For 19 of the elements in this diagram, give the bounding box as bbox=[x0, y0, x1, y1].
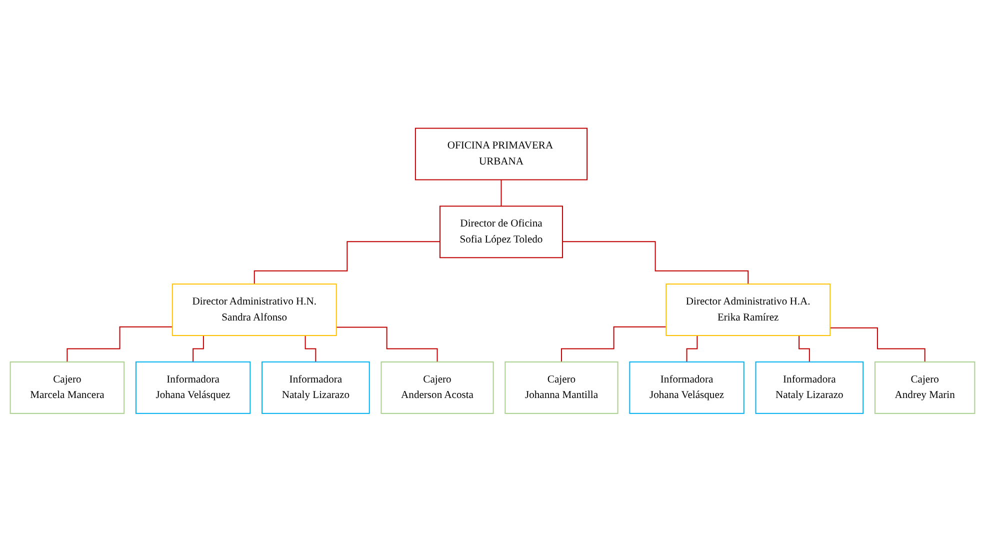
node-box: Director Administrativo H.N. Sandra Alfonso bbox=[172, 284, 337, 336]
node-box: Director de Oficina Sofia López Toledo bbox=[439, 206, 563, 258]
node-box: OFICINA PRIMAVERA URBANA bbox=[414, 128, 588, 180]
connector bbox=[336, 326, 438, 363]
node-box: Informadora Nataly Lizarazo bbox=[755, 362, 864, 414]
connector bbox=[66, 326, 173, 363]
connector bbox=[500, 179, 502, 207]
node-box: Informadora Johana Velásquez bbox=[135, 362, 251, 414]
node-box: Cajero Andrey Marin bbox=[874, 362, 976, 414]
node-box: Cajero Anderson Acosta bbox=[380, 362, 494, 414]
node-box: Informadora Johana Velásquez bbox=[629, 362, 744, 414]
connector bbox=[254, 241, 440, 285]
node-box: Cajero Johanna Mantilla bbox=[504, 362, 618, 414]
connector bbox=[830, 328, 926, 363]
connector bbox=[562, 241, 749, 285]
node-box: Director Administrativo H.A. Erika Ramírez bbox=[666, 284, 831, 336]
node-box: Informadora Nataly Lizarazo bbox=[262, 362, 370, 414]
node-box: Cajero Marcela Mancera bbox=[10, 362, 125, 414]
connector bbox=[561, 326, 667, 363]
